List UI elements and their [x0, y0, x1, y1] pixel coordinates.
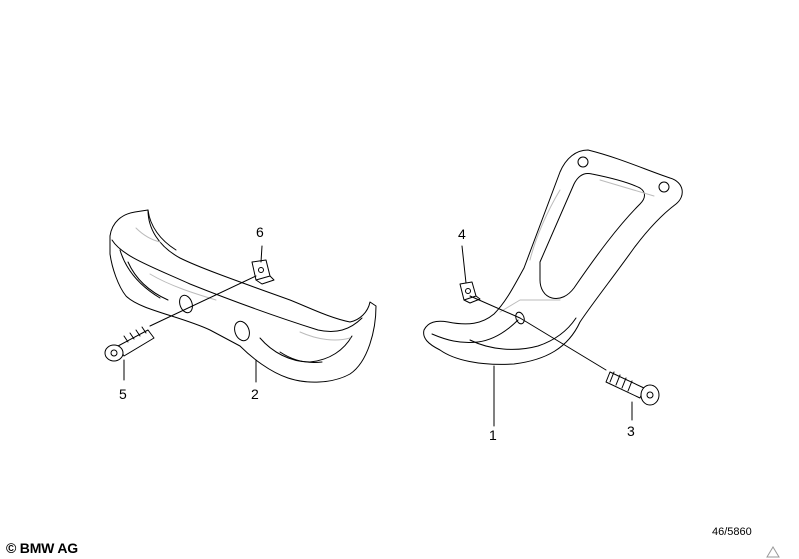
callout-6: 6 — [256, 224, 264, 240]
leader-lines — [123, 245, 633, 427]
clip-nut-left — [251, 259, 275, 285]
left-bracket — [109, 209, 377, 383]
bolt-left — [104, 326, 155, 362]
diagram-code: 46/5860 — [712, 526, 752, 538]
right-bracket — [423, 149, 683, 365]
copyright-label: © BMW AG — [6, 540, 78, 556]
callout-4: 4 — [458, 226, 466, 242]
bolt-right — [605, 371, 660, 406]
callout-1: 1 — [489, 427, 497, 443]
callout-3: 3 — [627, 423, 635, 439]
clip-nut-right — [459, 281, 481, 304]
callout-5: 5 — [119, 386, 127, 402]
callout-2: 2 — [251, 386, 259, 402]
triangle-icon — [766, 546, 780, 558]
